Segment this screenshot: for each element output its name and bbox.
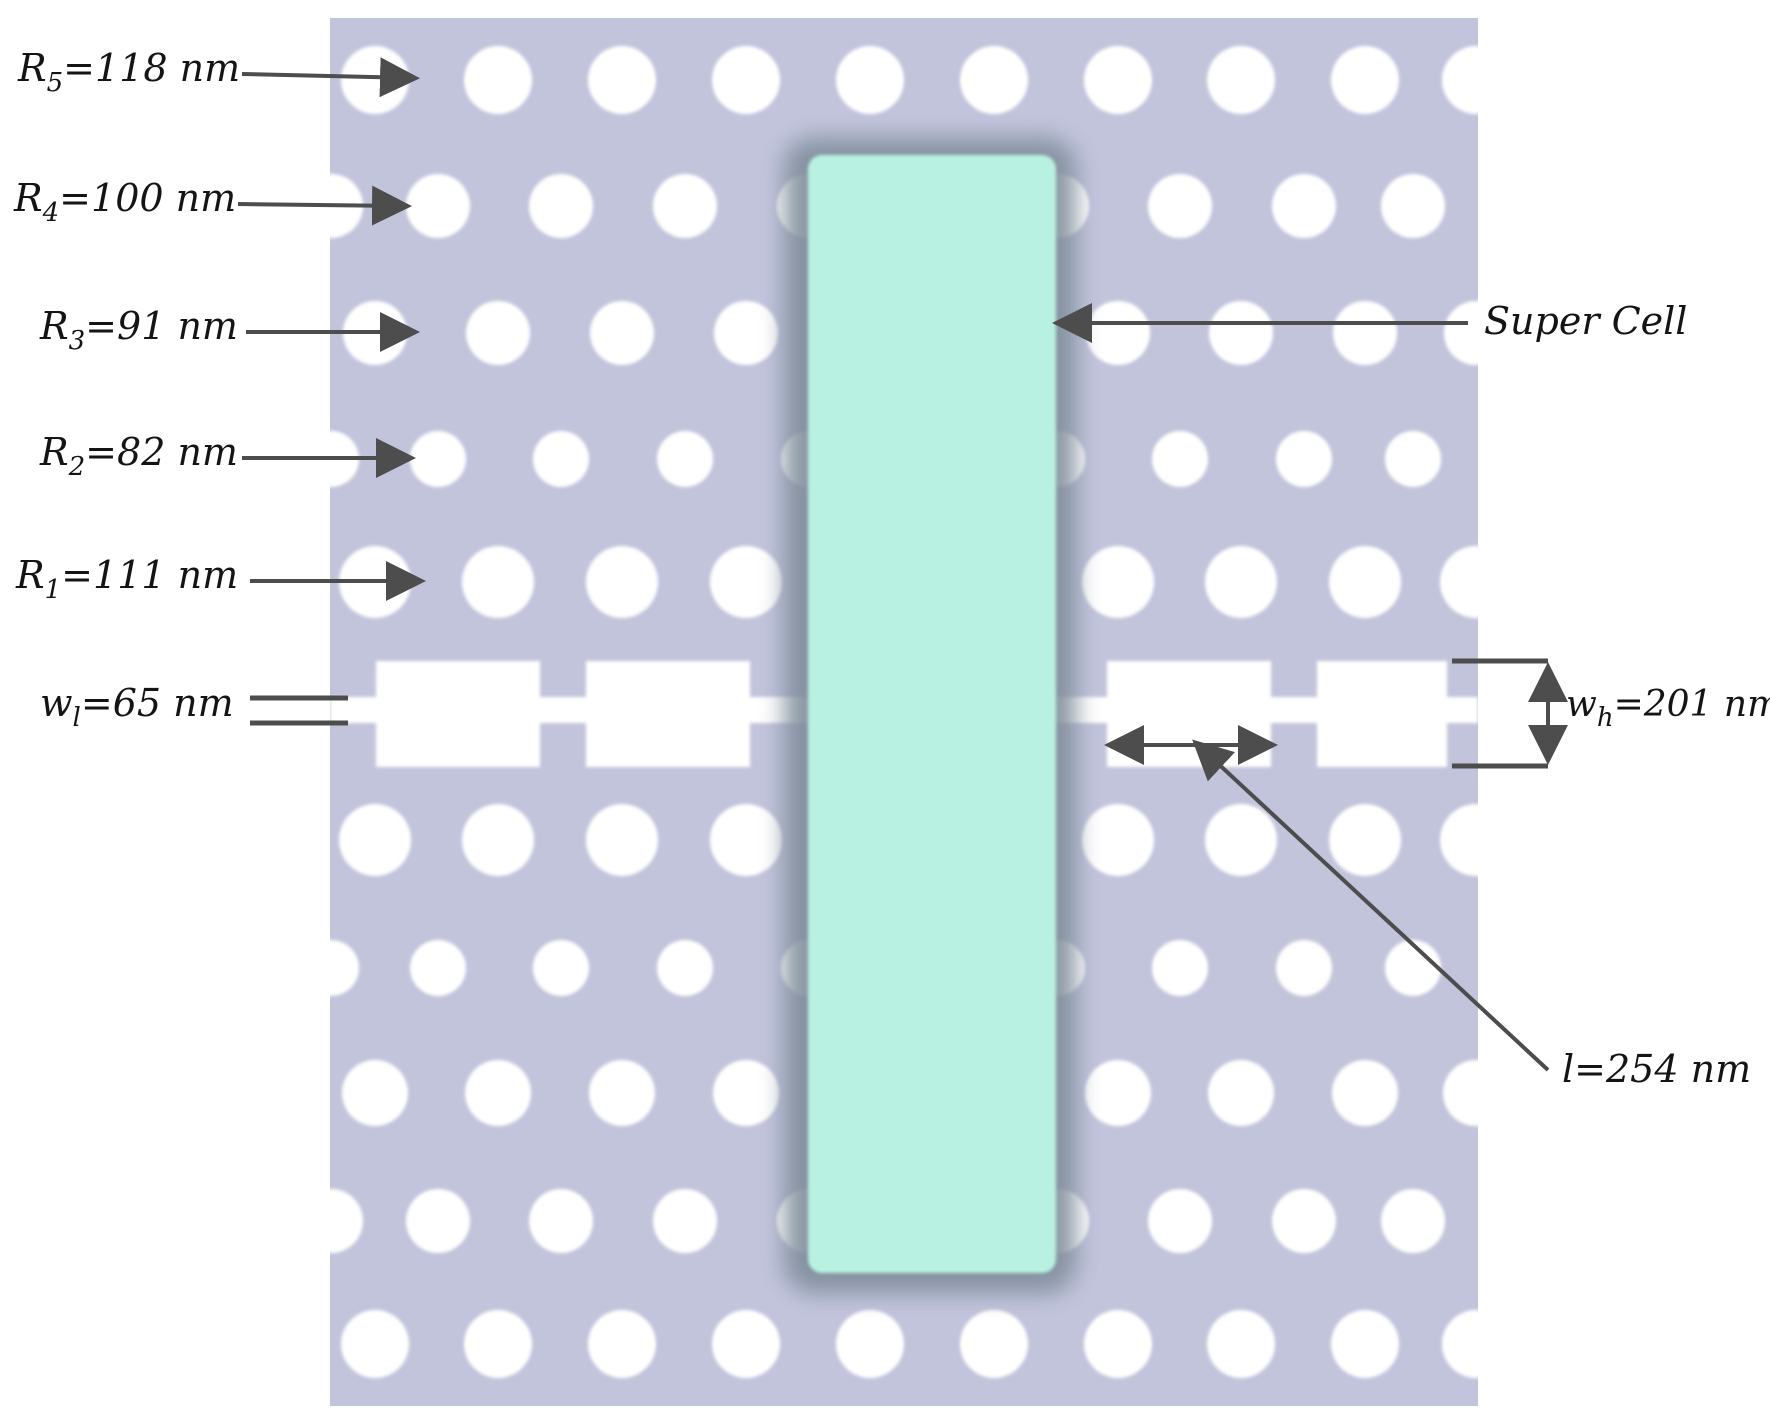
air-hole [1086,301,1150,365]
air-hole [714,301,778,365]
air-hole [1272,174,1336,238]
air-hole-lattice [330,46,1478,1378]
air-hole [330,940,359,996]
air-hole [462,546,534,618]
air-hole [1440,804,1478,876]
air-hole [465,1060,531,1126]
air-hole [529,1189,593,1253]
air-hole [1148,174,1212,238]
waveguide-wide-segment [586,661,750,767]
air-hole [588,46,656,114]
air-hole [1276,940,1332,996]
air-hole [410,431,466,487]
air-hole [960,1310,1028,1378]
air-hole [1442,1310,1478,1378]
air-hole [339,804,411,876]
air-hole [406,174,470,238]
r3-label: R3=91 nm [39,304,238,356]
air-hole [464,1310,532,1378]
air-hole [1209,301,1273,365]
air-hole [589,1060,655,1126]
air-hole [836,1310,904,1378]
wh-label: wh=201 nm [1566,684,1770,733]
waveguide-wide-segment [1107,661,1271,767]
air-hole [710,804,782,876]
r4-label: R4=100 nm [13,176,236,228]
air-hole [529,174,593,238]
air-hole [406,1189,470,1253]
air-hole [657,940,713,996]
air-hole [1148,1189,1212,1253]
wl-label: wl=65 nm [40,681,234,733]
air-hole [462,804,534,876]
air-hole [466,301,530,365]
air-hole [590,301,654,365]
air-hole [341,1310,409,1378]
air-hole [1329,546,1401,618]
r5-arrow [241,57,420,98]
air-hole [712,46,780,114]
air-hole [1207,46,1275,114]
air-hole [533,940,589,996]
air-hole [341,46,409,114]
air-hole [653,1189,717,1253]
air-hole [836,46,904,114]
waveguide-wide-segment [376,661,540,767]
r4-arrow [237,185,412,226]
air-hole [1084,46,1152,114]
air-hole [1332,1060,1398,1126]
air-hole [1385,431,1441,487]
l-pointer-arrow [1192,739,1550,1072]
air-hole [1082,546,1154,618]
air-hole [1331,1310,1399,1378]
air-hole [464,46,532,114]
air-hole [1385,940,1441,996]
air-hole [1381,174,1445,238]
air-hole [1085,1060,1151,1126]
air-hole [342,1060,408,1126]
air-hole [1333,301,1397,365]
air-hole [1440,546,1478,618]
air-hole [653,174,717,238]
l-label: l=254 nm [1562,1047,1751,1091]
air-hole [1442,46,1478,114]
super-cell-body [808,155,1056,1273]
air-hole [586,804,658,876]
r1-label: R1=111 nm [15,553,238,605]
super-cell [784,138,1076,1293]
air-hole [1208,1060,1274,1126]
air-hole [960,46,1028,114]
air-hole [713,1060,779,1126]
air-hole [1272,1189,1336,1253]
air-hole [1152,940,1208,996]
air-hole [1381,1189,1445,1253]
air-hole [533,431,589,487]
air-hole [1276,431,1332,487]
air-hole [1082,804,1154,876]
air-hole [1207,1310,1275,1378]
r5-label: R5=118 nm [17,46,240,98]
air-hole [710,546,782,618]
annotation-arrows [237,57,1568,1072]
air-hole [588,1310,656,1378]
air-hole [410,940,466,996]
air-hole [712,1310,780,1378]
labels: R5=118 nm R4=100 nm R3=91 nm R2=82 nm R1… [13,46,1770,1091]
air-hole [1443,1060,1478,1126]
air-hole [1444,301,1478,365]
supercell-label: Super Cell [1484,299,1687,343]
air-hole [1205,804,1277,876]
air-hole [657,431,713,487]
air-hole [1329,804,1401,876]
air-hole [330,1189,363,1253]
air-hole [1331,46,1399,114]
r2-label: R2=82 nm [39,430,238,482]
air-hole [1084,1310,1152,1378]
waveguide-wide-segment [1317,661,1447,767]
air-hole [1152,431,1208,487]
air-hole [586,546,658,618]
air-hole [1205,546,1277,618]
